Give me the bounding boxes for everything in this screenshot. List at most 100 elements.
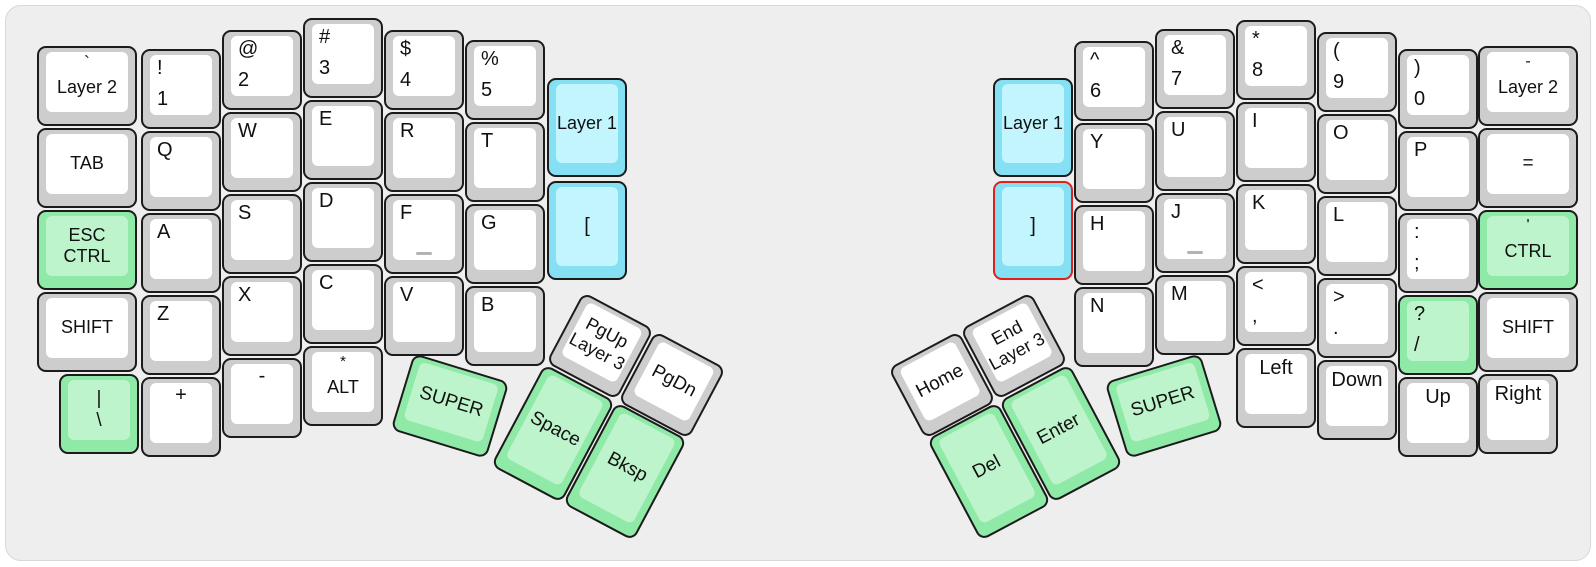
key-layer1-left[interactable]: Layer 1 <box>547 78 627 177</box>
key-lt-comma[interactable]: <, <box>1236 266 1316 346</box>
key-colon-semicolon[interactable]: :; <box>1398 213 1478 293</box>
key-legend: ' <box>1526 217 1530 234</box>
key-minus[interactable]: - <box>222 358 302 438</box>
key-legend: @ <box>238 38 259 60</box>
key-esc-ctrl[interactable]: ESC CTRL <box>37 210 137 290</box>
key-tab[interactable]: TAB <box>37 128 137 208</box>
keycap-surface: [ <box>556 187 618 266</box>
key-h[interactable]: H <box>1074 205 1154 285</box>
keycap-surface: = <box>1487 134 1569 194</box>
key-legend: L <box>1333 204 1345 226</box>
key-legend: End Layer 3 <box>985 316 1049 375</box>
key-legend: : <box>1414 221 1420 243</box>
key-legend: - <box>1525 53 1531 70</box>
key-legend: D <box>319 190 334 212</box>
keycap-surface: ] <box>1002 187 1064 266</box>
key-legend: M <box>1171 283 1188 305</box>
keycap-surface: R <box>393 118 455 178</box>
key-f[interactable]: F <box>384 194 464 274</box>
key-left[interactable]: Left <box>1236 348 1316 428</box>
key-legend: # <box>319 26 331 48</box>
key-super-left[interactable]: SUPER <box>390 353 510 459</box>
key-g[interactable]: G <box>465 204 545 284</box>
key-percent-5[interactable]: %5 <box>465 40 545 120</box>
key-legend: Left <box>1259 357 1293 379</box>
key-at-2[interactable]: @2 <box>222 30 302 110</box>
key-legend: ALT <box>327 377 359 398</box>
key-u[interactable]: U <box>1155 111 1235 191</box>
key-t[interactable]: T <box>465 122 545 202</box>
key-layer2-left[interactable]: `Layer 2 <box>37 46 137 126</box>
key-a[interactable]: A <box>141 213 221 293</box>
keycap-surface: A <box>150 219 212 279</box>
keycap-surface: E <box>312 106 374 166</box>
key-l[interactable]: L <box>1317 196 1397 276</box>
key-m[interactable]: M <box>1155 275 1235 355</box>
key-down[interactable]: Down <box>1317 360 1397 440</box>
key-plus[interactable]: + <box>141 377 221 457</box>
key-pipe-backslash[interactable]: | \ <box>59 374 139 454</box>
key-star-alt[interactable]: *ALT <box>303 346 383 426</box>
key-k[interactable]: K <box>1236 184 1316 264</box>
keycap-surface: O <box>1326 120 1388 180</box>
key-e[interactable]: E <box>303 100 383 180</box>
key-z[interactable]: Z <box>141 295 221 375</box>
key-r[interactable]: R <box>384 112 464 192</box>
keycap-surface: SUPER <box>403 361 500 443</box>
key-layer2-right[interactable]: -Layer 2 <box>1478 46 1578 126</box>
key-amp-7[interactable]: &7 <box>1155 29 1235 109</box>
key-j[interactable]: J <box>1155 193 1235 273</box>
key-paren-9[interactable]: (9 <box>1317 32 1397 112</box>
key-p[interactable]: P <box>1398 131 1478 211</box>
key-legend: TAB <box>70 153 104 174</box>
key-legend: V <box>400 284 414 306</box>
key-exclam-1[interactable]: !1 <box>141 49 221 129</box>
key-lbracket[interactable]: [ <box>547 181 627 280</box>
key-i[interactable]: I <box>1236 102 1316 182</box>
keycap-surface: `Layer 2 <box>46 52 128 112</box>
keycap-surface: ESC CTRL <box>46 216 128 276</box>
key-shift-right[interactable]: SHIFT <box>1478 292 1578 372</box>
key-s[interactable]: S <box>222 194 302 274</box>
key-legend: Home <box>912 359 968 403</box>
key-dollar-4[interactable]: $4 <box>384 30 464 110</box>
key-legend: E <box>319 108 333 130</box>
key-right[interactable]: Right <box>1478 374 1558 454</box>
key-c[interactable]: C <box>303 264 383 344</box>
key-legend: F <box>400 202 413 224</box>
keycap-surface: ^6 <box>1083 47 1145 107</box>
key-equals[interactable]: = <box>1478 128 1578 208</box>
key-paren-0[interactable]: )0 <box>1398 49 1478 129</box>
key-v[interactable]: V <box>384 276 464 356</box>
key-x[interactable]: X <box>222 276 302 356</box>
key-asterisk-8[interactable]: *8 <box>1236 20 1316 100</box>
keycap-surface: :; <box>1407 219 1469 279</box>
keycap-surface: T <box>474 128 536 188</box>
keycap-surface: (9 <box>1326 38 1388 98</box>
key-layer1-right[interactable]: Layer 1 <box>993 78 1073 177</box>
key-legend: % <box>481 48 499 70</box>
keycap-surface: -Layer 2 <box>1487 52 1569 112</box>
key-shift-left[interactable]: SHIFT <box>37 292 137 372</box>
key-question-slash[interactable]: ?/ <box>1398 295 1478 375</box>
key-hash-3[interactable]: #3 <box>303 18 383 98</box>
key-q[interactable]: Q <box>141 131 221 211</box>
keycap-surface: &7 <box>1164 35 1226 95</box>
key-quote-ctrl[interactable]: 'CTRL <box>1478 210 1578 290</box>
key-up[interactable]: Up <box>1398 377 1478 457</box>
keycap-surface: *ALT <box>312 352 374 412</box>
key-legend: SUPER <box>417 381 486 422</box>
key-o[interactable]: O <box>1317 114 1397 194</box>
keycap-surface: ?/ <box>1407 301 1469 361</box>
key-caret-6[interactable]: ^6 <box>1074 41 1154 121</box>
key-rbracket[interactable]: ] <box>993 181 1073 280</box>
key-b[interactable]: B <box>465 286 545 366</box>
key-super-right[interactable]: SUPER <box>1104 353 1224 459</box>
key-d[interactable]: D <box>303 182 383 262</box>
keycap-surface: #3 <box>312 24 374 84</box>
key-gt-dot[interactable]: >. <box>1317 278 1397 358</box>
keycap-surface: Down <box>1326 366 1388 426</box>
key-w[interactable]: W <box>222 112 302 192</box>
key-y[interactable]: Y <box>1074 123 1154 203</box>
key-n[interactable]: N <box>1074 287 1154 367</box>
